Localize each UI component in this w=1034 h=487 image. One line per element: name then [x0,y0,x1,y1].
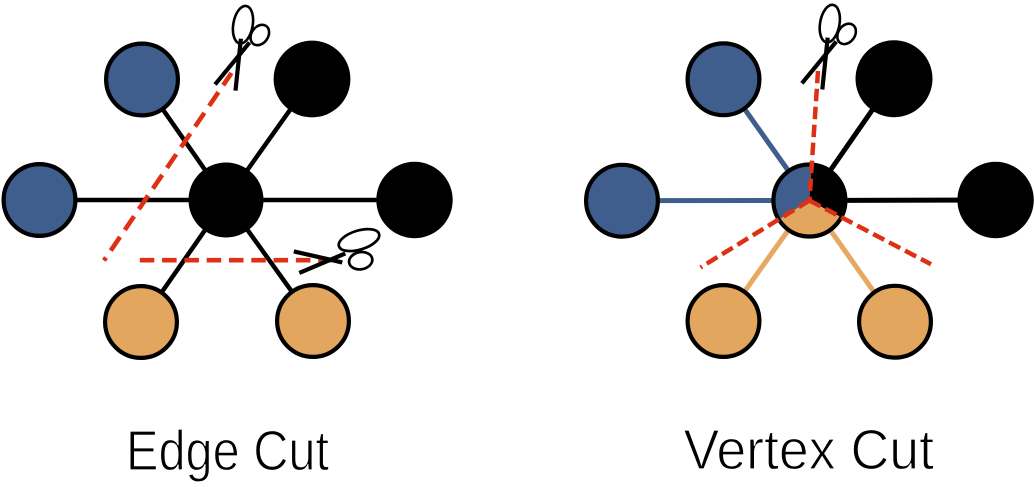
svg-text:Vertex Cut: Vertex Cut [684,418,935,482]
svg-text:Edge Cut: Edge Cut [126,419,329,483]
